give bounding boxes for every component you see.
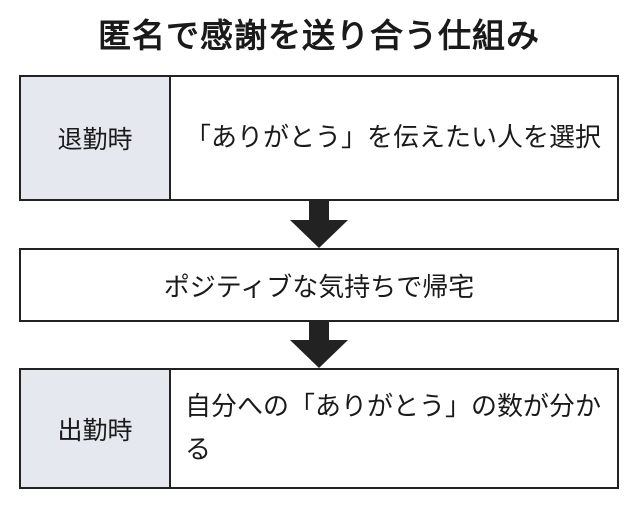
step-text-arrive-work: 自分への「ありがとう」の数が分かる [185,391,602,465]
step-label-leave-work: 退勤時 [21,77,171,199]
step-box-arrive-work: 出勤時 自分への「ありがとう」の数が分かる [19,368,619,489]
step-box-leave-work: 退勤時 「ありがとう」を伝えたい人を選択 [19,75,619,201]
step-text-leave-work: 「ありがとう」を伝えたい人を選択 [185,122,602,153]
diagram-title: 匿名で感謝を送り合う仕組み [98,16,540,55]
step-label-arrive-work: 出勤時 [21,370,171,487]
down-arrow-icon [290,322,348,368]
down-arrow-icon [290,201,348,248]
step-box-go-home: ポジティブな気持ちで帰宅 [19,248,619,322]
